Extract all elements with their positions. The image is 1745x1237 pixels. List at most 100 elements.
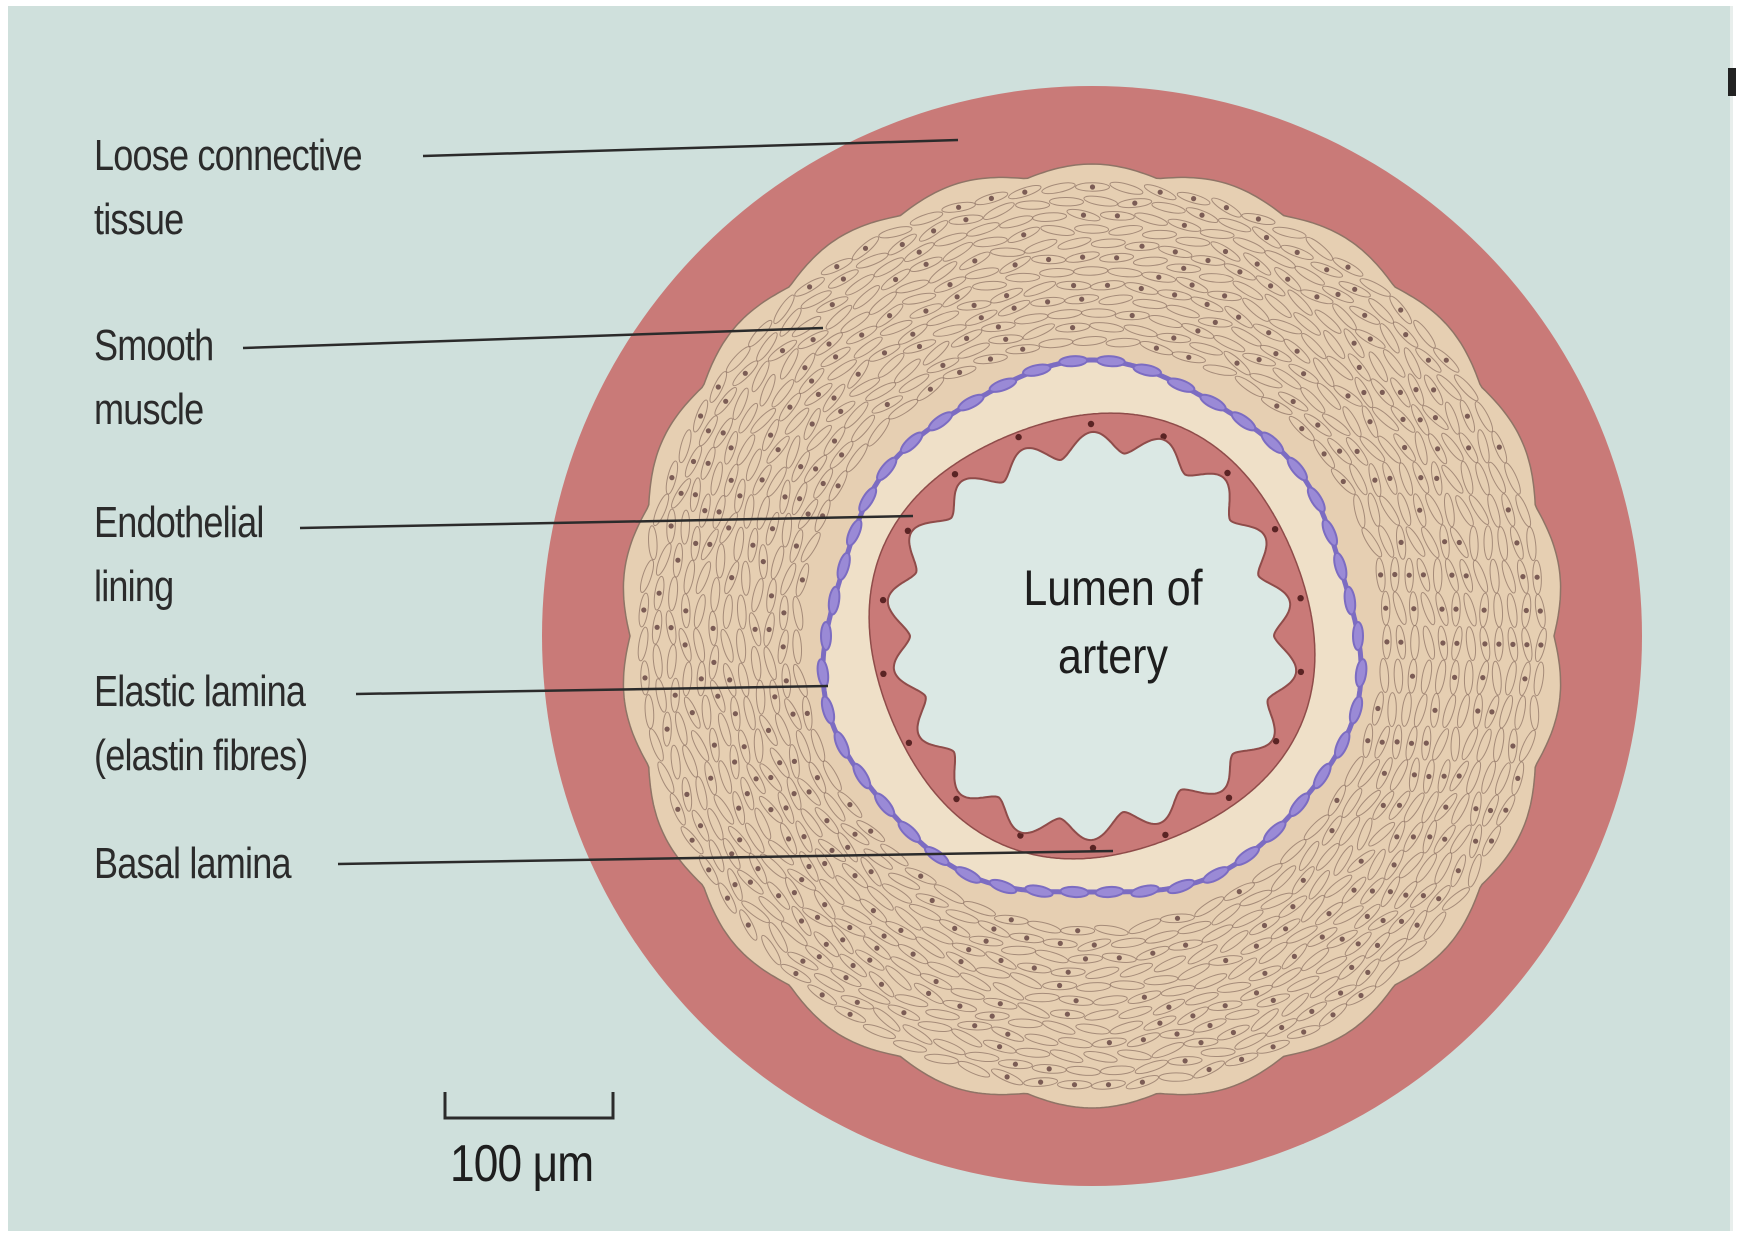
smooth-muscle-nucleus: [1013, 1062, 1018, 1067]
smooth-muscle-nucleus: [1329, 828, 1334, 833]
smooth-muscle-nucleus: [1186, 355, 1191, 360]
smooth-muscle-nucleus: [924, 262, 929, 267]
smooth-muscle-nucleus: [1384, 639, 1389, 644]
smooth-muscle-nucleus: [712, 743, 717, 748]
smooth-muscle-nucleus: [727, 677, 732, 682]
smooth-muscle-nucleus: [1454, 641, 1459, 646]
smooth-muscle-nucleus: [1421, 572, 1426, 577]
smooth-muscle-nucleus: [669, 475, 674, 480]
smooth-muscle-nucleus: [822, 902, 827, 907]
smooth-muscle-nucleus: [1381, 918, 1386, 923]
smooth-muscle-nucleus: [1237, 889, 1242, 894]
smooth-muscle-nucleus: [1456, 868, 1461, 873]
smooth-muscle-nucleus: [792, 791, 797, 796]
smooth-muscle-nucleus: [1139, 244, 1144, 249]
smooth-muscle-nucleus: [867, 958, 872, 963]
smooth-muscle-nucleus: [1535, 575, 1540, 580]
smooth-muscle-nucleus: [1295, 349, 1300, 354]
smooth-muscle-nucleus: [1510, 743, 1515, 748]
smooth-muscle-nucleus: [707, 542, 712, 547]
smooth-muscle-nucleus: [900, 242, 905, 247]
smooth-muscle-nucleus: [1439, 607, 1444, 612]
smooth-muscle-nucleus: [826, 341, 831, 346]
smooth-muscle-nucleus: [746, 922, 751, 927]
smooth-muscle-nucleus: [1234, 361, 1239, 366]
smooth-muscle-nucleus: [1045, 299, 1050, 304]
smooth-muscle-nucleus: [1198, 1040, 1203, 1045]
smooth-muscle-nucleus: [768, 807, 773, 812]
smooth-muscle-nucleus: [691, 459, 696, 464]
smooth-muscle-nucleus: [736, 806, 741, 811]
smooth-muscle-nucleus: [852, 873, 857, 878]
smooth-muscle-nucleus: [1488, 808, 1493, 813]
label-endothelial-lining: Endothelial lining: [94, 491, 264, 619]
smooth-muscle-nucleus: [1489, 838, 1494, 843]
smooth-muscle-nucleus: [1413, 387, 1418, 392]
smooth-muscle-nucleus: [1431, 387, 1436, 392]
smooth-muscle-nucleus: [1503, 808, 1508, 813]
smooth-muscle-nucleus: [1166, 1005, 1171, 1010]
smooth-muscle-nucleus: [1352, 341, 1357, 346]
smooth-muscle-nucleus: [869, 869, 874, 874]
edge-mark: [1728, 68, 1736, 96]
smooth-muscle-nucleus: [1351, 888, 1356, 893]
smooth-muscle-nucleus: [918, 874, 923, 879]
smooth-muscle-nucleus: [1285, 277, 1290, 282]
smooth-muscle-nucleus: [964, 336, 969, 341]
smooth-muscle-nucleus: [721, 430, 726, 435]
smooth-muscle-nucleus: [781, 644, 786, 649]
smooth-muscle-nucleus: [930, 898, 935, 903]
smooth-muscle-nucleus: [769, 593, 774, 598]
smooth-muscle-nucleus: [1264, 235, 1269, 240]
smooth-muscle-nucleus: [1410, 674, 1415, 679]
smooth-muscle-nucleus: [990, 1014, 995, 1019]
scale-bar: [445, 1092, 613, 1118]
smooth-muscle-nucleus: [1075, 928, 1080, 933]
smooth-muscle-nucleus: [1473, 806, 1478, 811]
endothelial-nucleus: [1298, 669, 1304, 675]
smooth-muscle-nucleus: [708, 776, 713, 781]
lumen-label-line2: artery: [984, 622, 1242, 690]
smooth-muscle-nucleus: [910, 332, 915, 337]
smooth-muscle-nucleus: [1338, 990, 1343, 995]
endothelial-nucleus: [1297, 595, 1303, 601]
smooth-muscle-nucleus: [1268, 283, 1273, 288]
smooth-muscle-nucleus: [706, 461, 711, 466]
smooth-muscle-nucleus: [711, 626, 716, 631]
smooth-muscle-nucleus: [1399, 919, 1404, 924]
smooth-muscle-nucleus: [642, 675, 647, 680]
endothelial-nucleus: [906, 740, 912, 746]
lumen-label: Lumen of artery: [984, 554, 1242, 690]
smooth-muscle-nucleus: [1375, 943, 1380, 948]
smooth-muscle-nucleus: [931, 228, 936, 233]
smooth-muscle-nucleus: [766, 728, 771, 733]
smooth-muscle-nucleus: [726, 525, 731, 530]
label-loose-connective-tissue: Loose connective tissue: [94, 124, 362, 252]
smooth-muscle-nucleus: [693, 492, 698, 497]
smooth-muscle-nucleus: [811, 337, 816, 342]
smooth-muscle-nucleus: [1274, 403, 1279, 408]
smooth-muscle-nucleus: [1365, 738, 1370, 743]
smooth-muscle-nucleus: [928, 387, 933, 392]
smooth-muscle-nucleus: [810, 421, 815, 426]
smooth-muscle-nucleus: [1464, 573, 1469, 578]
smooth-muscle-nucleus: [1295, 250, 1300, 255]
smooth-muscle-nucleus: [1394, 834, 1399, 839]
smooth-muscle-nucleus: [1418, 475, 1423, 480]
smooth-muscle-nucleus: [1190, 1013, 1195, 1018]
smooth-muscle-nucleus: [1442, 774, 1447, 779]
smooth-muscle-nucleus: [1522, 676, 1527, 681]
smooth-muscle-nucleus: [1367, 419, 1372, 424]
smooth-muscle-nucleus: [1074, 998, 1079, 1003]
smooth-muscle-nucleus: [806, 511, 811, 516]
label-endothelial-line2: lining: [94, 555, 264, 619]
smooth-muscle-nucleus: [1538, 642, 1543, 647]
smooth-muscle-nucleus: [845, 845, 850, 850]
smooth-muscle-nucleus: [1538, 608, 1543, 613]
smooth-muscle-nucleus: [821, 481, 826, 486]
smooth-muscle-nucleus: [893, 277, 898, 282]
label-elastic-lamina: Elastic lamina (elastin fibres): [94, 660, 307, 788]
smooth-muscle-nucleus: [1223, 958, 1228, 963]
smooth-muscle-nucleus: [1392, 572, 1397, 577]
smooth-muscle-nucleus: [1368, 336, 1373, 341]
